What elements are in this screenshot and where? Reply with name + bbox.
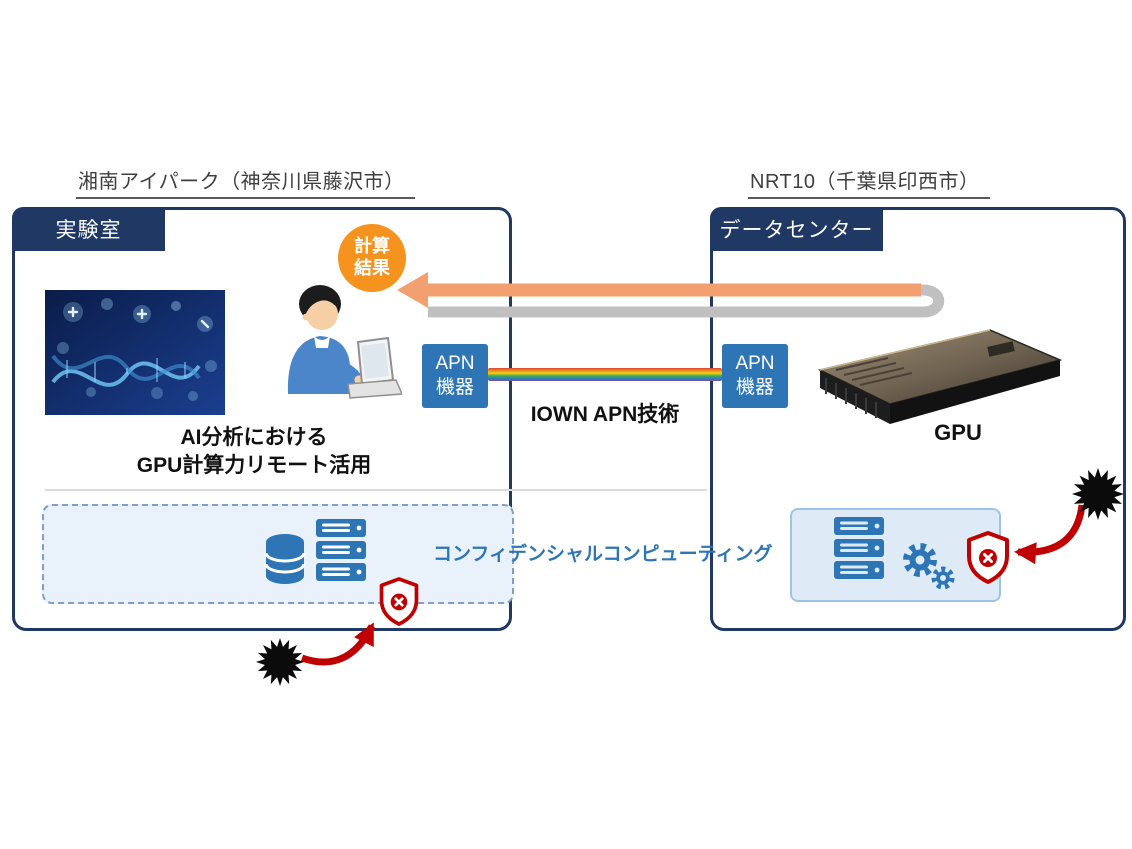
database-icon-svg [264,534,306,584]
attack-burst-icon-left [256,638,304,686]
shield-block-icon-right [963,530,1013,585]
result-badge-line2: 結果 [354,258,390,278]
shield-block-icon-left-svg [379,577,419,626]
site-label-left: 湘南アイパーク（神奈川県藤沢市） [76,165,415,199]
researcher-illustration-svg [287,285,404,399]
lab-caption-line2: GPU計算力リモート活用 [136,453,372,477]
shield-block-icon-right-svg [967,531,1009,584]
ai-analysis-image-svg [45,290,225,415]
attack-burst-icon-left-svg [256,638,304,686]
attack-burst-icon-right [1072,468,1124,520]
lab-caption: AI分析における GPU計算力リモート活用 [58,424,450,479]
lab-caption-line1: AI分析における [180,426,328,449]
apn-device-right-line1: APN [735,353,775,375]
server-icon-right [832,516,886,582]
researcher-illustration [246,270,404,426]
server-icon-left [314,518,368,584]
apn-device-right: APN 機器 [722,344,788,408]
iown-apn-label: IOWN APN技術 [530,403,680,426]
apn-device-left: APN 機器 [422,344,488,408]
result-badge: 計算 結果 [338,224,406,292]
gpu-card [792,318,1072,446]
gears-icon-svg [903,543,955,590]
site-label-right: NRT10（千葉県印西市） [748,165,990,199]
datacenter-badge: データセンター [710,207,883,251]
gpu-card-svg [817,329,1063,424]
gpu-label: GPU [934,420,982,445]
apn-device-left-line1: APN [435,353,475,375]
apn-link-rainbow [488,368,722,381]
confidential-zone-right [790,508,1001,602]
database-icon [262,533,308,587]
section-divider [45,489,707,491]
ai-analysis-image [45,290,225,415]
gears-icon [896,538,960,594]
result-badge-line1: 計算 [354,236,390,257]
server-icon-left-svg [316,519,366,581]
apn-device-left-line2: 機器 [435,377,474,398]
attack-burst-icon-right-svg [1072,468,1124,520]
lab-badge: 実験室 [12,207,165,251]
shield-block-icon-left [376,576,422,627]
confidential-computing-label: コンフィデンシャルコンピューティング [433,544,773,565]
server-icon-right-svg [834,517,884,579]
apn-device-right-line2: 機器 [735,377,774,398]
attack-arrow-left [300,622,376,666]
